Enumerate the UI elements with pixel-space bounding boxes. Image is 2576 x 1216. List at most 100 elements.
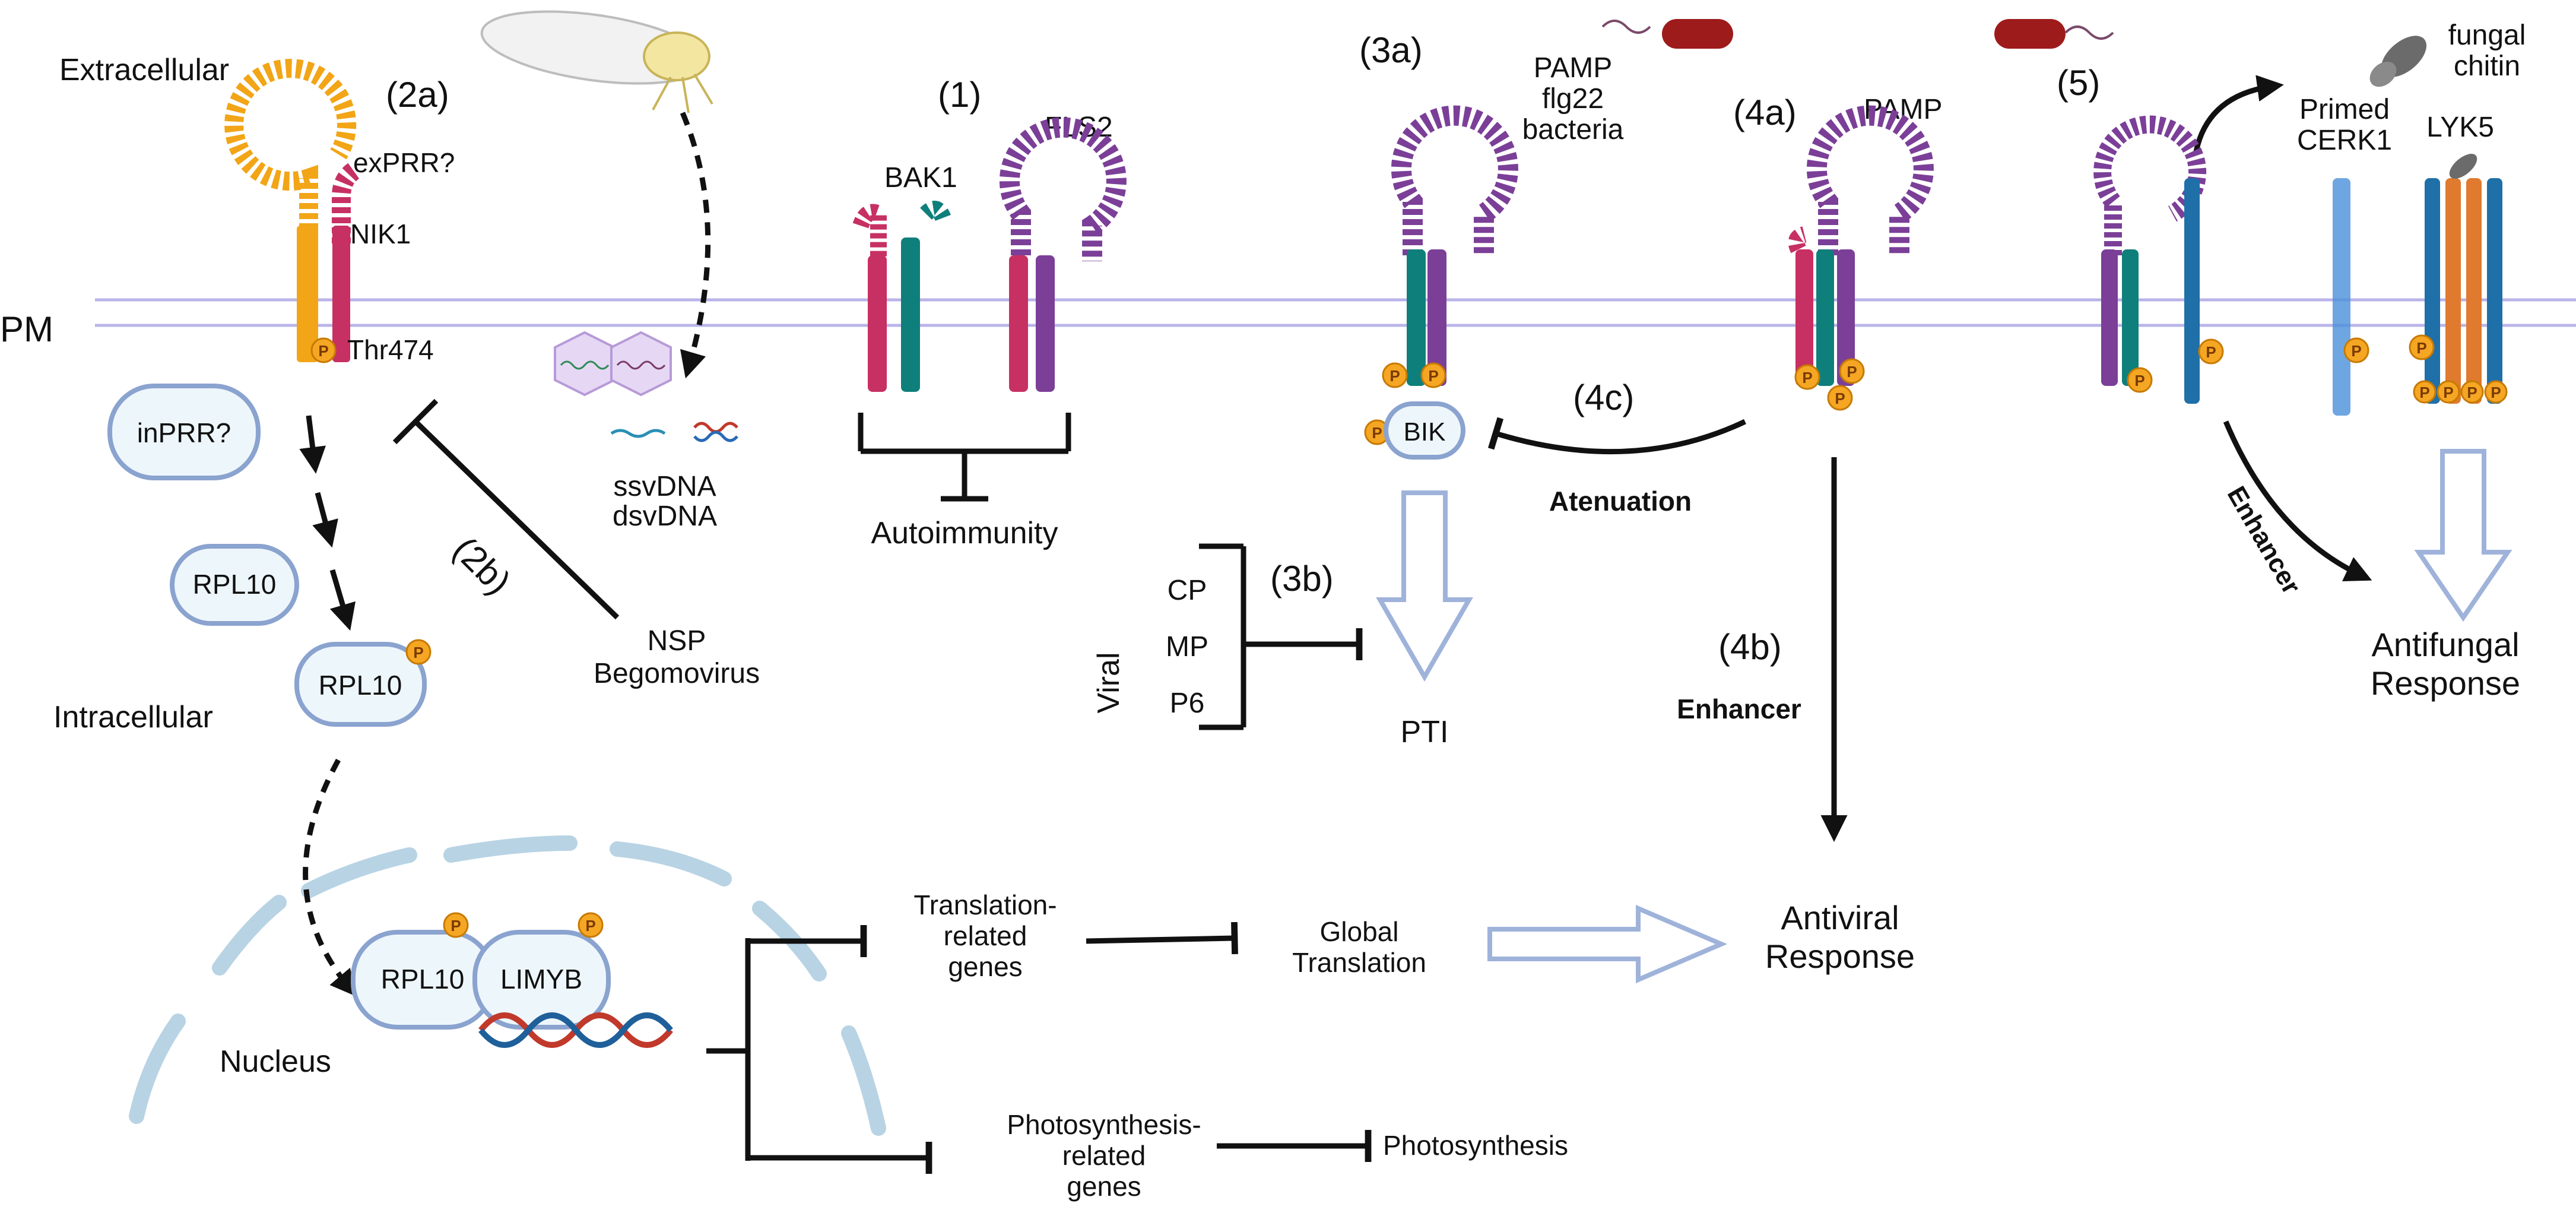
step-2b-label: (2b) [446,529,519,602]
svg-text:P: P [2206,343,2216,361]
svg-text:P: P [1835,390,1845,407]
thr474-label: Thr474 [347,334,434,365]
rpl10-nucleus-label: RPL10 [381,964,465,995]
photo-genes-line1: Photosynthesis- [1007,1109,1201,1140]
cascade-arrow-1 [299,415,326,474]
rpl10-phospho-label: RPL10 [319,670,402,701]
bacteria-icon-5 [1994,19,2114,49]
antiviral-line2: Response [1765,938,1915,975]
bacteria-label: bacteria [1522,114,1624,145]
svg-text:P: P [1802,369,1812,387]
attenuation-label: Atenuation [1549,486,1692,517]
flg22-label: flg22 [1542,83,1604,115]
receptor-complex-5: P P [2093,115,2224,404]
svg-text:P: P [2443,384,2453,401]
rpl10-box [170,544,299,626]
rpl10-label: RPL10 [193,569,277,600]
exprr-label: exPRR? [353,147,455,178]
p6-label: P6 [1170,688,1205,719]
fungus-icon [2369,36,2427,87]
mp-label: MP [1166,631,1208,663]
priming-arrow [2193,75,2284,152]
rpl10-nucleus-phospho: P [443,912,469,938]
pamp-3a-label: PAMP [1534,52,1612,84]
photo-genes-line2: related [1062,1140,1146,1171]
svg-text:P: P [2351,342,2361,360]
nik1-label: NIK1 [350,218,411,249]
whitefly-to-virus-arrow [680,112,711,379]
step-5-label: (5) [2057,63,2100,103]
viral-label: Viral [1092,652,1126,713]
step-2a-label: (2a) [386,75,449,115]
whitefly-icon [480,10,713,113]
antiviral-line1: Antiviral [1781,899,1899,936]
rpl10-phospho-box [294,642,427,727]
global-translation-line2: Translation [1292,947,1426,978]
svg-text:P: P [451,917,461,935]
svg-text:P: P [318,342,328,360]
lyk5-to-antifungal-arrow [2414,449,2512,622]
begomovirus-label: Begomovirus [594,658,760,689]
step-3b-label: (3b) [1270,559,1334,598]
nsp-label: NSP [648,625,706,657]
nsp-inhibition-bar [392,398,439,445]
svg-text:P: P [1847,363,1857,381]
nuclear-envelope [129,835,886,1136]
primed-cerk1-receptor: P [2333,178,2369,416]
svg-text:P: P [585,917,595,935]
nik1-receptor [332,161,361,362]
bak1-fls2-complex [852,117,1127,392]
enhancer-4b-label: Enhancer [1677,694,1801,724]
antifungal-line1: Antifungal [2371,626,2519,663]
fungal-label: fungal [2448,20,2526,51]
primed-label: Primed [2299,94,2390,125]
attenuation-inhibition [1487,417,1746,455]
global-translation-line1: Global [1320,916,1399,947]
bik-label: BIK [1404,417,1446,446]
rpl10-phospho-site: P [405,639,432,665]
inprr-label: inPRR? [137,417,231,448]
pti-label: PTI [1401,715,1449,749]
cascade-arrow-2 [312,492,338,548]
phospho-site-thr474: P [310,337,337,363]
bacteria-icon [1601,19,1733,49]
svg-text:P: P [2419,384,2429,401]
translation-genes-line2: related [944,920,1027,951]
photosynthesis-label: Photosynthesis [1383,1130,1568,1161]
lyk5-label: LYK5 [2426,112,2494,143]
enhancer-arrow-5 [2223,420,2372,581]
svg-text:P: P [413,644,423,661]
step-4c-label: (4c) [1573,378,1634,417]
cascade-arrow-3 [329,569,356,631]
step-1-label: (1) [938,75,981,115]
antifungal-line2: Response [2371,664,2520,702]
bak1-label: BAK1 [884,162,957,194]
autoimmunity-label: Autoimmunity [871,516,1058,550]
viral-dna-icon [610,422,738,442]
extracellular-label: Extracellular [59,53,229,87]
svg-text:P: P [2134,372,2144,390]
chitin-label: chitin [2454,50,2520,82]
svg-text:P: P [1372,424,1382,442]
cp-label: CP [1168,575,1207,606]
translation-genes-line1: Translation- [913,889,1057,920]
plasma-membrane [95,298,2576,327]
step-4b-label: (4b) [1718,627,1782,667]
pm-label: PM [0,309,53,349]
dna-helix-icon [478,1012,673,1048]
bik-box [1384,401,1465,460]
exprr-receptor [224,59,357,362]
virion-icon [554,331,672,397]
bik-phospho-sites: P P P [1364,362,1446,445]
svg-text:P: P [2491,384,2501,401]
rpl10-to-nucleus-arrow [303,758,357,997]
photo-genes-line3: genes [1067,1171,1141,1202]
svg-text:P: P [2467,384,2477,401]
lyk5-cerk1-complex: P P P P P [2409,154,2508,404]
svg-text:P: P [1389,367,1400,385]
bik-to-pti-arrow [1376,490,1473,682]
ssvdna-label: ssvDNA [613,471,716,502]
translation-to-antiviral-arrow [1487,904,1728,984]
fls2-bak1-activated-complex [1391,105,1518,386]
